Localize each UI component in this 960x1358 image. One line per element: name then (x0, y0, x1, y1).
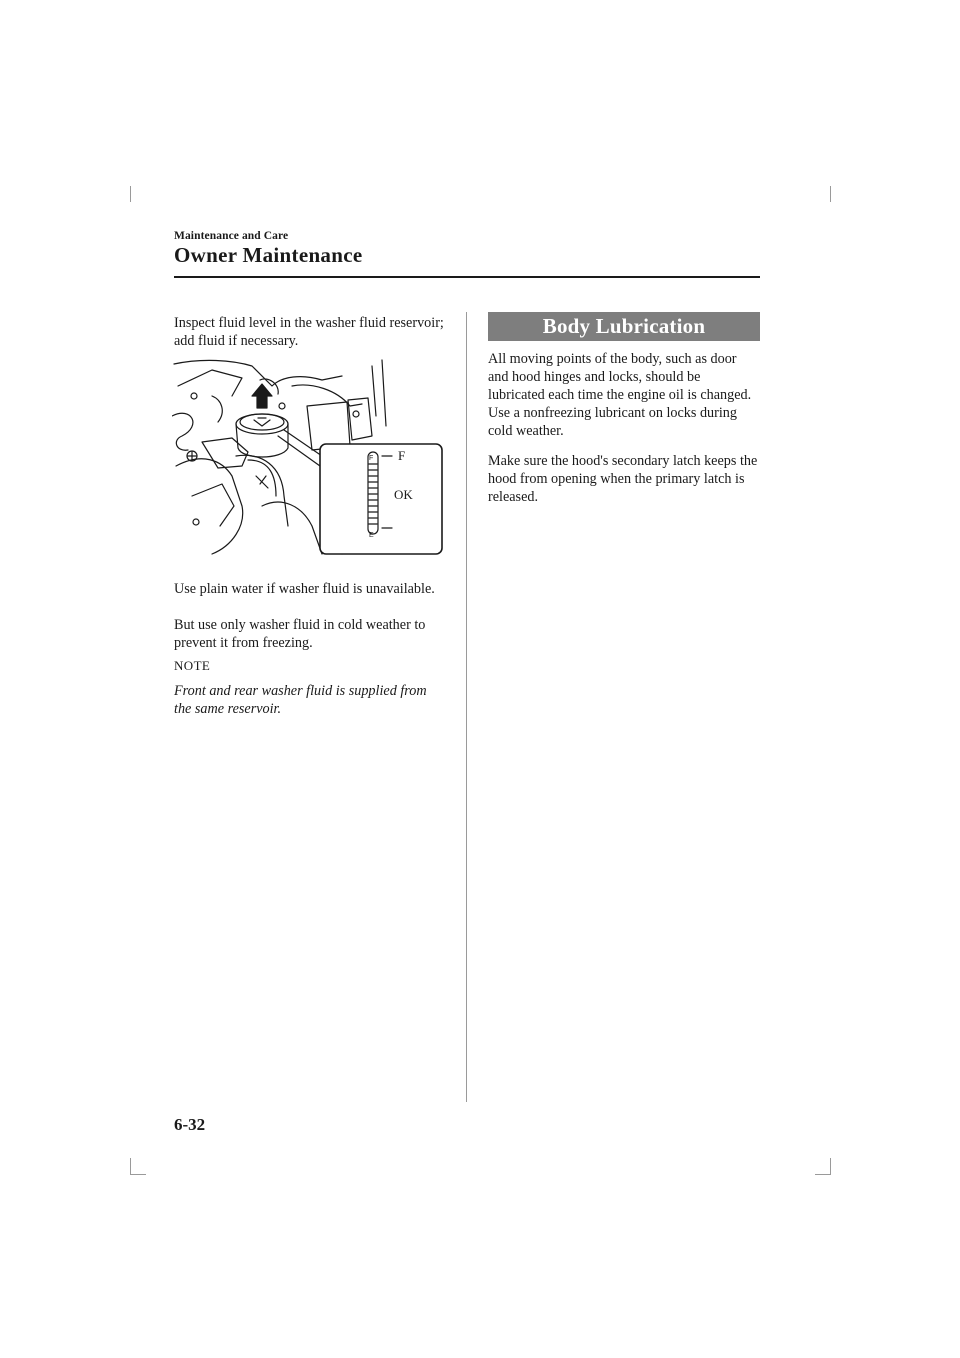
reservoir-drawing: F E F OK (171, 359, 443, 555)
crop-mark (130, 1174, 146, 1175)
intro-paragraph: Inspect fluid level in the washer fluid … (174, 315, 444, 349)
crop-mark (815, 1174, 831, 1175)
hood-latch-paragraph: Make sure the hood's secondary latch kee… (488, 453, 758, 505)
column-divider (466, 312, 467, 1102)
gauge-bottom-mark: E (369, 532, 374, 539)
section-title-banner: Body Lubrication (488, 312, 760, 341)
chapter-title: Owner Maintenance (174, 243, 363, 267)
label-full: F (398, 448, 405, 463)
plain-water-paragraph: Use plain water if washer fluid is unava… (174, 581, 435, 597)
note-label: NOTE (174, 658, 211, 673)
cold-weather-paragraph: But use only washer fluid in cold weathe… (174, 617, 426, 651)
label-ok: OK (394, 487, 413, 502)
crop-mark (830, 186, 831, 202)
crop-mark (130, 186, 131, 202)
section-label: Maintenance and Care (174, 230, 289, 242)
gauge-top-mark: F (369, 455, 373, 462)
crop-mark (830, 1158, 831, 1174)
note-text: Front and rear washer fluid is supplied … (174, 683, 427, 717)
page-number: 6-32 (174, 1115, 206, 1134)
washer-fluid-reservoir-illustration: F E F OK (171, 356, 444, 556)
header-rule (174, 276, 760, 278)
lubrication-paragraph: All moving points of the body, such as d… (488, 351, 752, 439)
crop-mark (130, 1158, 131, 1174)
